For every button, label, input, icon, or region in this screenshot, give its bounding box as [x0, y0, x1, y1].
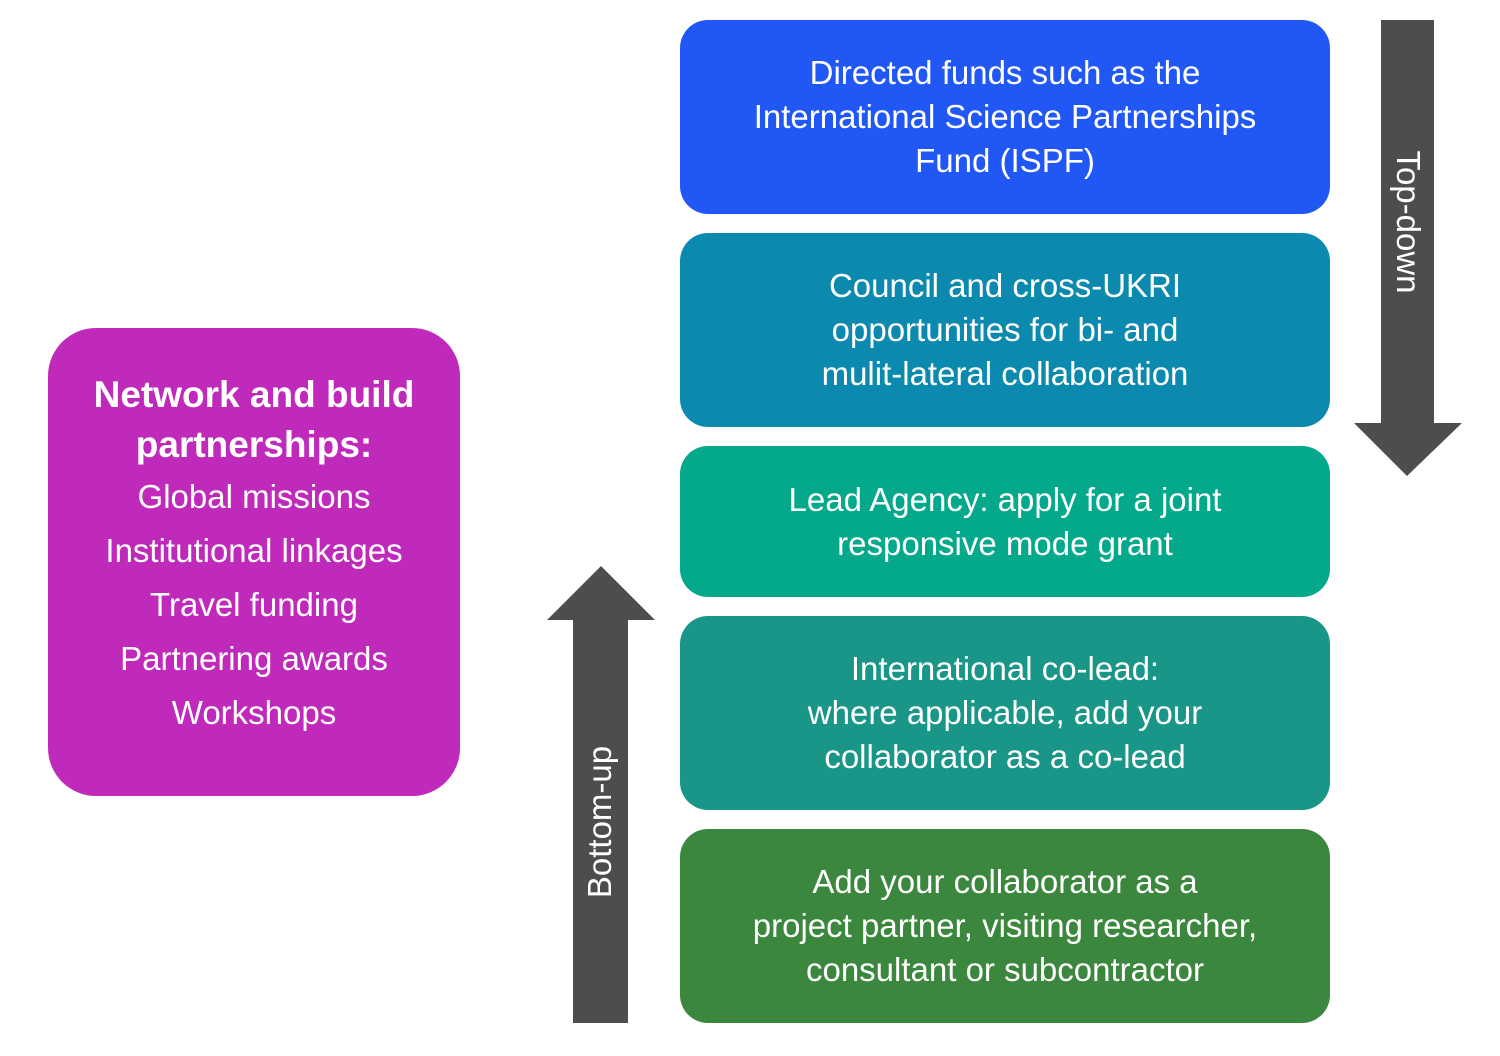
step-international-co-lead: International co-lead: where applicable,… — [680, 616, 1330, 810]
step-text-line: Add your collaborator as a — [812, 863, 1198, 900]
step-text-line: International Science Partnerships — [753, 98, 1257, 135]
network-item: Travel funding — [150, 586, 358, 623]
step-text-line: Directed funds such as the — [809, 54, 1201, 91]
step-council-opportunities: Council and cross-UKRI opportunities for… — [680, 233, 1330, 427]
step-text-line: consultant or subcontractor — [805, 951, 1205, 988]
step-text-line: project partner, visiting researcher, — [752, 907, 1258, 944]
network-item: Workshops — [171, 694, 337, 731]
network-title-line: Network and build — [93, 374, 415, 415]
top-down-label: Top-down — [1390, 150, 1427, 294]
network-item: Institutional linkages — [105, 532, 403, 569]
step-text-line: International co-lead: — [850, 650, 1160, 687]
step-text-line: Lead Agency: apply for a joint — [788, 480, 1222, 518]
network-title-line: partnerships: — [135, 424, 373, 465]
step-directed-funds: Directed funds such as the International… — [680, 20, 1330, 214]
step-text-line: opportunities for bi- and — [831, 311, 1179, 348]
network-item: Partnering awards — [120, 640, 388, 677]
step-text-line: responsive mode grant — [837, 524, 1173, 562]
step-text-line: collaborator as a co-lead — [824, 738, 1186, 775]
step-lead-agency: Lead Agency: apply for a joint responsiv… — [680, 446, 1330, 597]
top-down-arrow-icon — [1354, 20, 1462, 476]
step-text-line: Council and cross-UKRI — [828, 267, 1182, 304]
step-text-line: Fund (ISPF) — [915, 142, 1095, 179]
bottom-up-label: Bottom-up — [581, 745, 618, 899]
bottom-up-arrow-icon — [547, 566, 655, 1023]
step-text-line: where applicable, add your — [807, 694, 1203, 731]
step-add-collaborator: Add your collaborator as a project partn… — [680, 829, 1330, 1023]
network-partnerships-box: Network and build partnerships: Global m… — [48, 328, 460, 796]
step-text-line: mulit-lateral collaboration — [821, 355, 1189, 392]
network-item: Global missions — [137, 478, 371, 515]
